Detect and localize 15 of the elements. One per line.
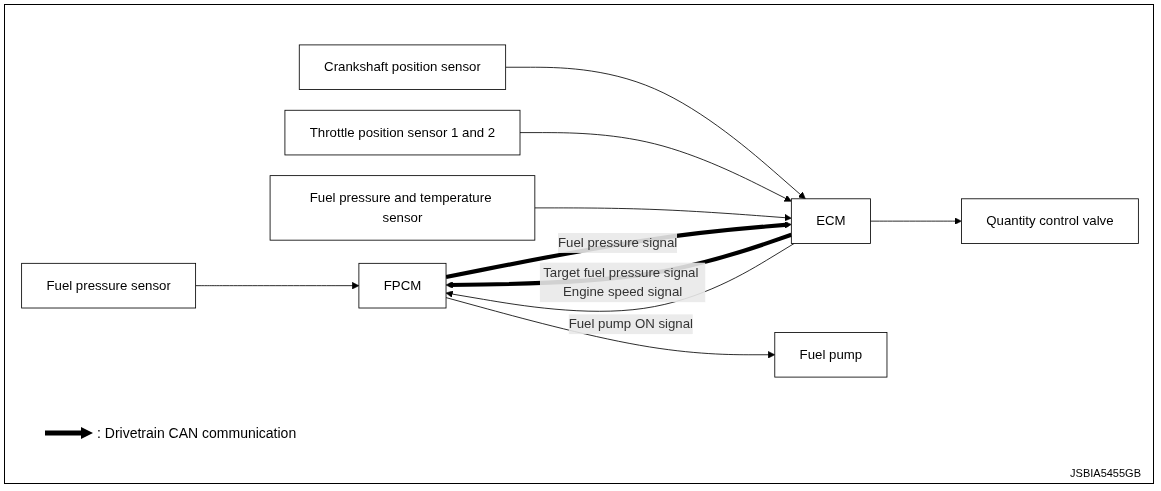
node-box: Fuel pressure sensor [21,262,197,309]
node-box: ECM [790,198,871,244]
node-box: Fuel pump [774,332,888,378]
node-box: Crankshaft position sensor [298,44,507,90]
arrow [445,221,792,280]
edge-label: Fuel pump ON signal [568,316,694,331]
figure-code: JSBIA5455GB [1070,467,1141,479]
node-box: Fuel pressure and temperature sensor [269,175,536,241]
legend-text: : Drivetrain CAN communication [97,425,297,441]
node-box: Quantity control valve [961,198,1139,244]
arrow [445,232,793,289]
node-box: Throttle position sensor 1 and 2 [284,109,521,156]
edge-label: Target fuel pressure signal Engine speed signal [543,265,699,299]
node-box: FPCM [358,262,447,309]
edge-label: Fuel pressure signal [558,235,678,250]
